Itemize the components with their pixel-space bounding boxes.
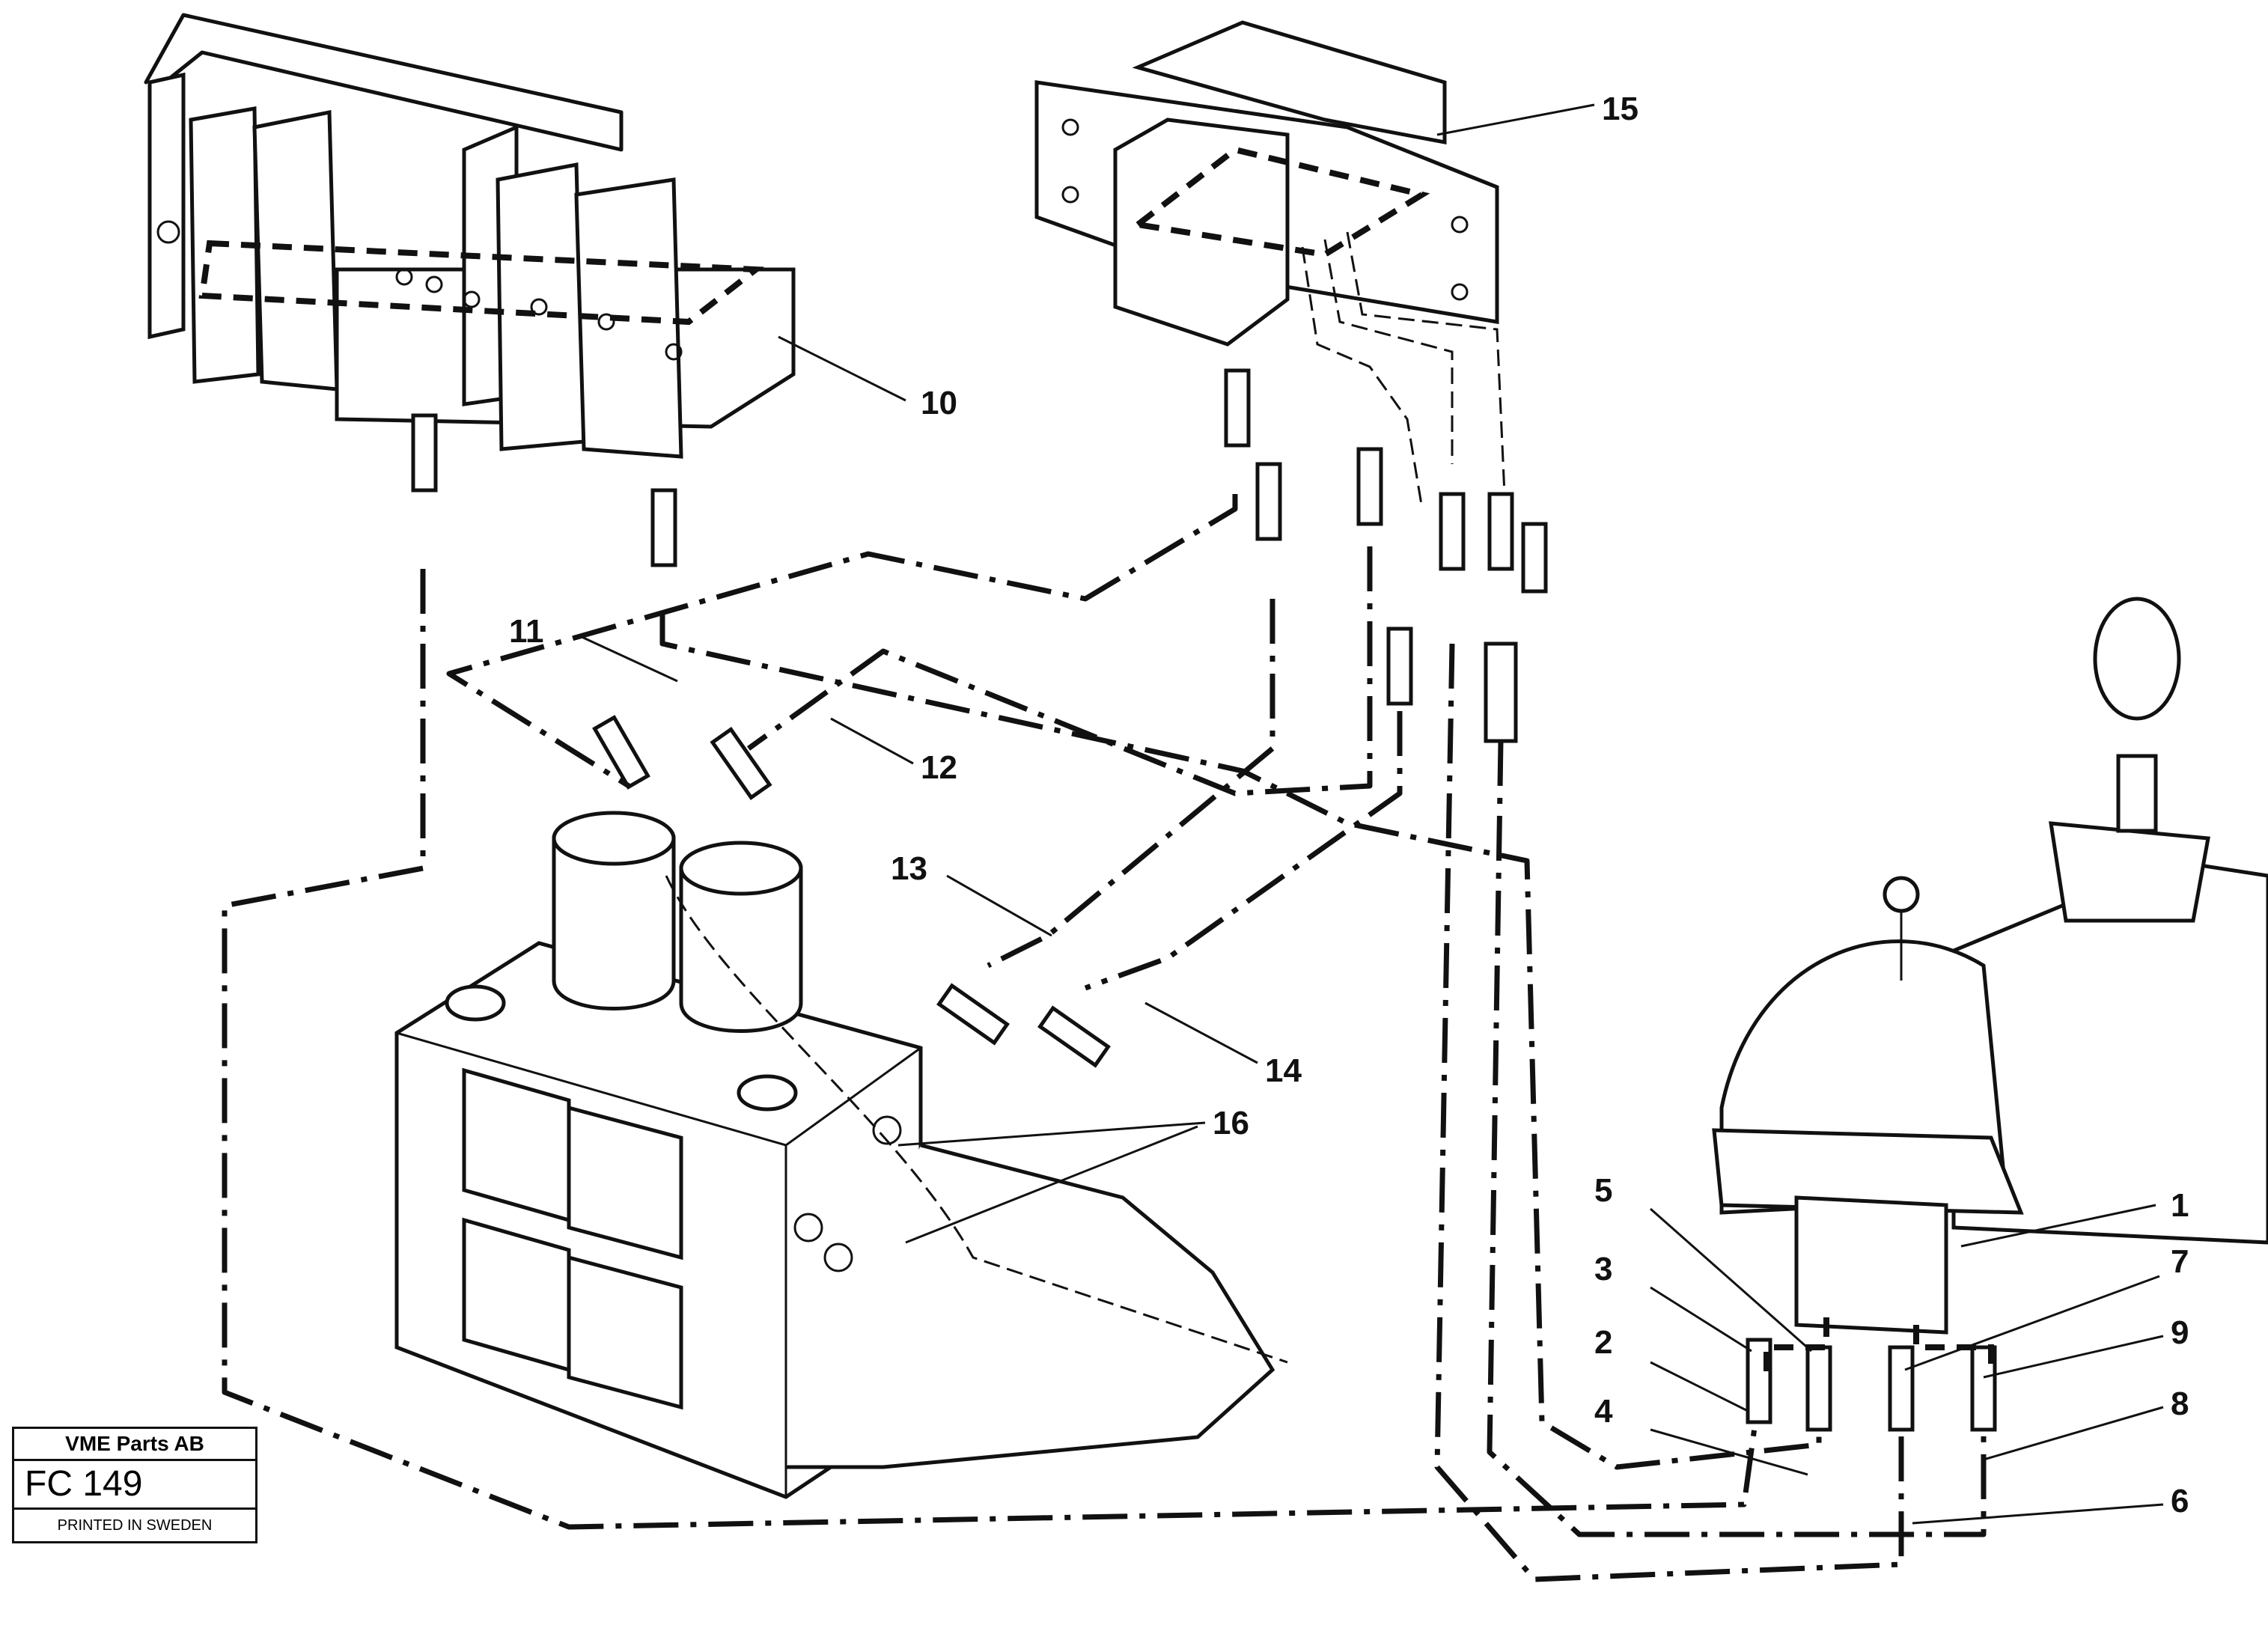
callout-6: 6 bbox=[1912, 1483, 2189, 1525]
callout-16: 16 bbox=[897, 1105, 1249, 1244]
pilot-lines bbox=[665, 231, 1994, 1377]
svg-text:12: 12 bbox=[921, 749, 957, 786]
callout-3: 3 bbox=[1594, 1251, 1752, 1353]
figure-code: FC 149 bbox=[14, 1461, 255, 1510]
callout-11: 11 bbox=[509, 613, 678, 683]
callout-8: 8 bbox=[1983, 1385, 2189, 1461]
callout-12: 12 bbox=[830, 717, 957, 786]
valve-block-15 bbox=[1034, 20, 1499, 347]
svg-text:15: 15 bbox=[1602, 91, 1638, 127]
svg-text:8: 8 bbox=[2171, 1385, 2189, 1422]
printed-label: PRINTED IN SWEDEN bbox=[57, 1517, 213, 1534]
callout-2: 2 bbox=[1594, 1324, 1749, 1412]
svg-text:13: 13 bbox=[891, 850, 927, 887]
callout-4: 4 bbox=[1594, 1393, 1808, 1476]
callouts: 1 2 3 4 5 6 7 8 9 10 11 12 13 14 15 16 bbox=[509, 91, 2189, 1525]
svg-text:11: 11 bbox=[509, 613, 544, 650]
svg-text:1: 1 bbox=[2171, 1187, 2189, 1224]
svg-text:16: 16 bbox=[1213, 1105, 1249, 1141]
hydraulic-unit bbox=[394, 811, 1275, 1499]
svg-text:2: 2 bbox=[1594, 1324, 1612, 1361]
callout-9: 9 bbox=[1983, 1314, 2189, 1379]
callout-5: 5 bbox=[1594, 1172, 1812, 1353]
company-name: VME Parts AB bbox=[14, 1429, 255, 1461]
svg-text:4: 4 bbox=[1594, 1393, 1613, 1430]
callout-7: 7 bbox=[1904, 1243, 2189, 1371]
svg-text:6: 6 bbox=[2171, 1483, 2189, 1519]
callout-10: 10 bbox=[778, 335, 957, 421]
svg-text:7: 7 bbox=[2171, 1243, 2189, 1280]
callout-13: 13 bbox=[891, 850, 1052, 937]
hoses bbox=[222, 494, 1987, 1582]
svg-text:9: 9 bbox=[2171, 1314, 2189, 1351]
callout-1: 1 bbox=[1960, 1187, 2189, 1248]
svg-text:3: 3 bbox=[1594, 1251, 1612, 1287]
title-block: VME Parts AB FC 149 PRINTED IN SWEDEN bbox=[12, 1427, 257, 1543]
callout-14: 14 bbox=[1144, 1001, 1302, 1089]
valve-block-10 bbox=[144, 13, 796, 459]
joystick-control bbox=[1712, 597, 2268, 1335]
svg-text:10: 10 bbox=[921, 385, 957, 421]
callout-15: 15 bbox=[1436, 91, 1638, 136]
fittings bbox=[411, 368, 1997, 1432]
svg-text:14: 14 bbox=[1265, 1052, 1302, 1089]
svg-text:5: 5 bbox=[1594, 1172, 1612, 1209]
